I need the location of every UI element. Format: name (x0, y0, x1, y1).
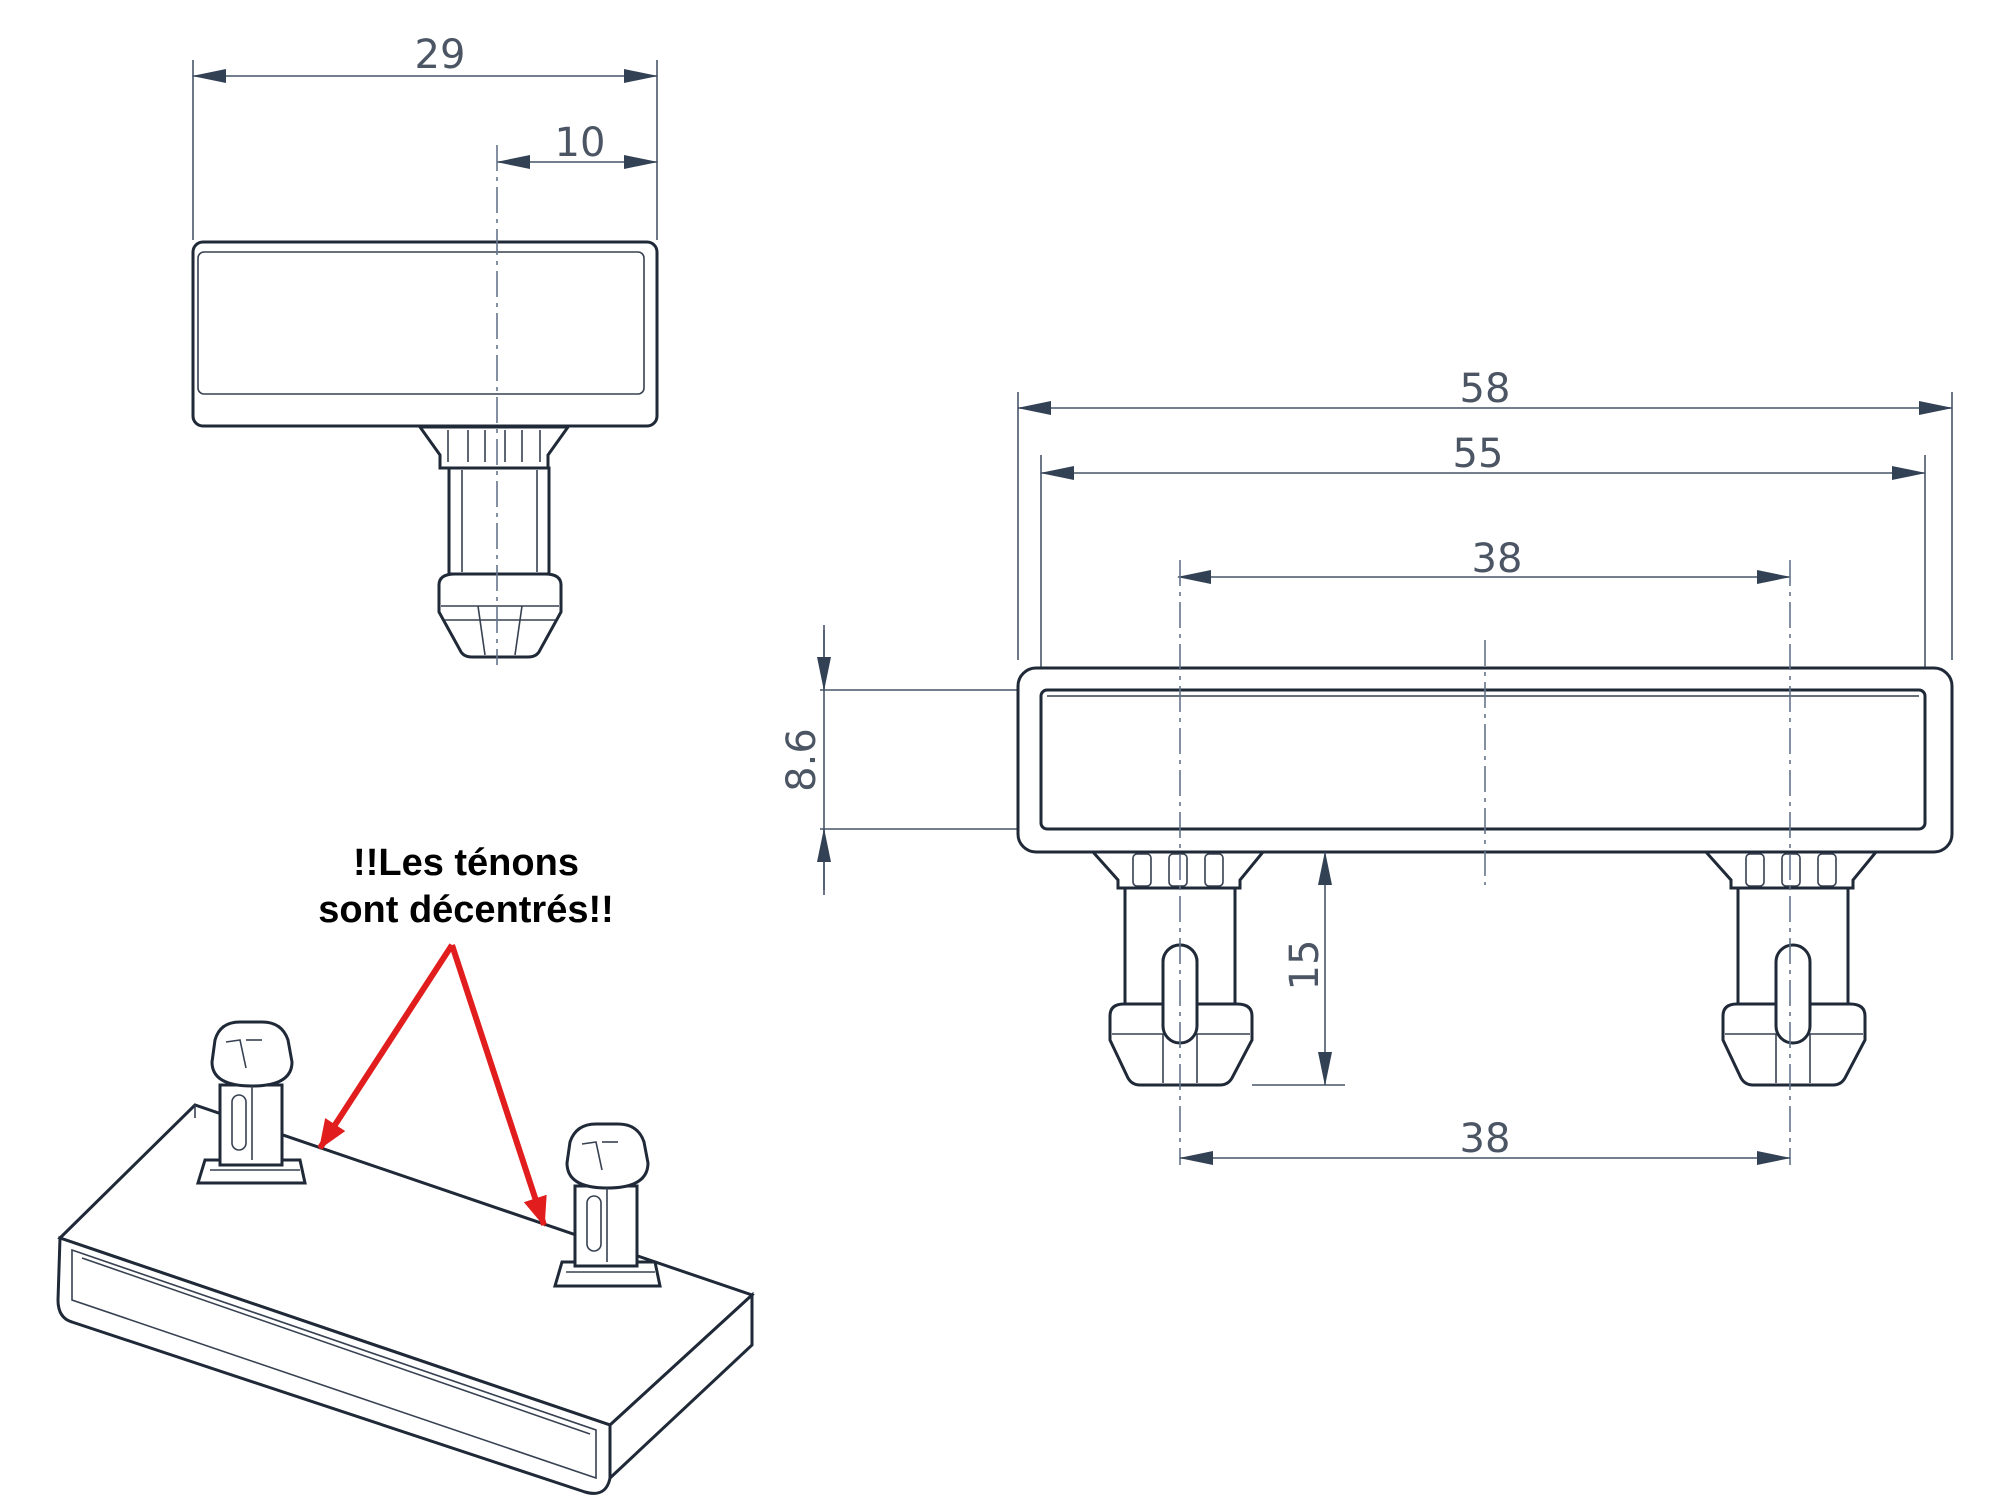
iso-front-face (56, 1235, 612, 1495)
annotation: !!Les ténons sont décentrés!! (317, 842, 614, 1227)
side-view-body (191, 240, 659, 428)
side-view-tenon (417, 425, 571, 659)
side-view: 29 10 (191, 32, 659, 665)
iso-tenon-right (553, 1122, 662, 1288)
front-view-tenon-left (1089, 850, 1267, 1087)
dim-38-bottom-label: 38 (1460, 1116, 1511, 1162)
annotation-arrow-right (449, 944, 547, 1227)
annotation-line-1: !!Les ténons (353, 842, 579, 884)
dim-29-label: 29 (415, 32, 466, 78)
dim-8-6-label: 8.6 (779, 728, 825, 792)
front-view: 58 55 38 8.6 (779, 366, 1954, 1165)
isometric-view (56, 1020, 755, 1495)
annotation-line-2: sont décentrés!! (318, 889, 614, 931)
dim-55-label: 55 (1453, 431, 1504, 477)
annotation-arrow-left (317, 943, 455, 1150)
dim-38-top-label: 38 (1472, 536, 1523, 582)
front-view-tenon-right (1702, 850, 1880, 1087)
dim-10-label: 10 (555, 120, 606, 166)
dim-58-label: 58 (1460, 366, 1511, 412)
iso-tenon-left (195, 1020, 307, 1185)
dim-15-label: 15 (1282, 940, 1328, 991)
iso-opening (71, 1248, 597, 1480)
